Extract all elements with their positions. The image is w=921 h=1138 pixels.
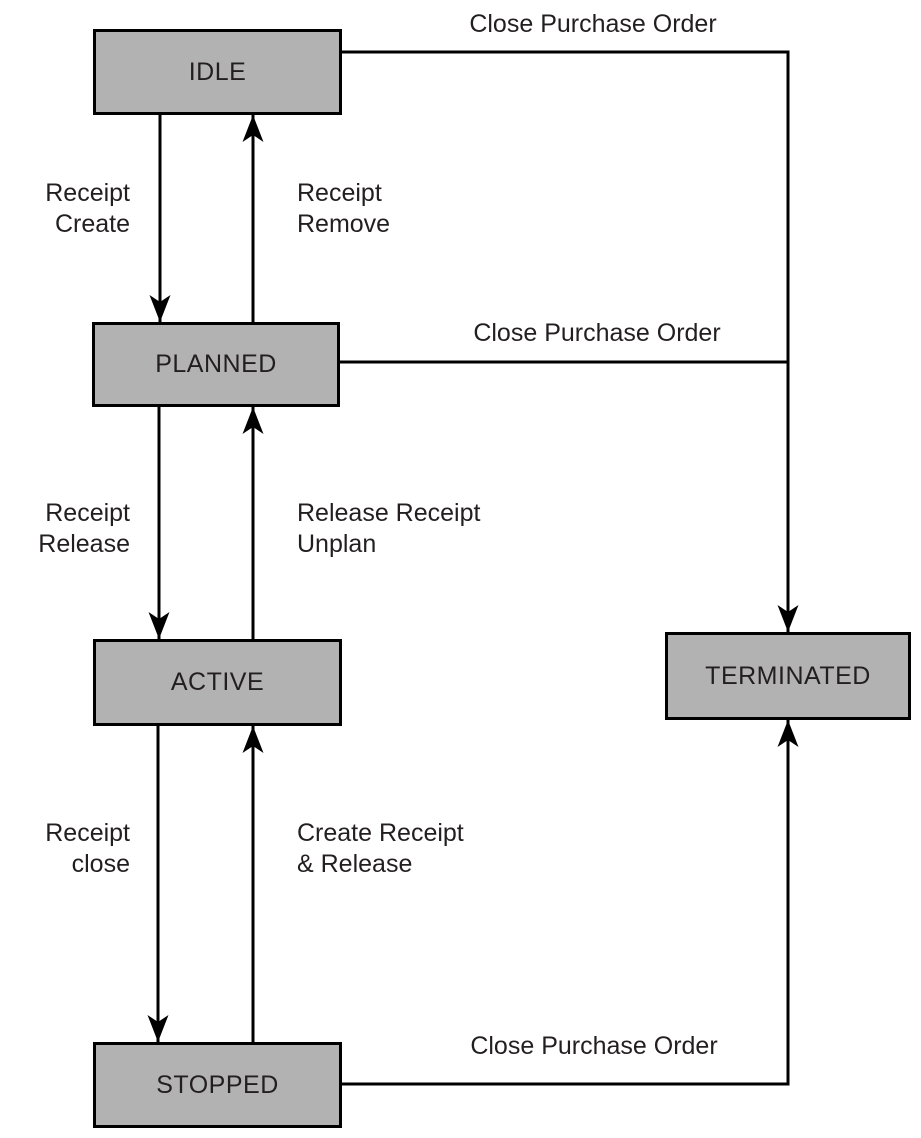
state-terminated-label: TERMINATED	[705, 661, 871, 690]
edge-label-release-receipt-unplan: Release Receipt Unplan	[297, 499, 481, 558]
edge-label-close-purchase-order-stopped: Close Purchase Order	[470, 1032, 718, 1060]
edge-label-receipt-create: Receipt Create	[45, 179, 130, 238]
arrowhead-up-icon	[242, 726, 264, 753]
state-active-label: ACTIVE	[170, 668, 265, 696]
state-active: ACTIVE	[93, 639, 342, 726]
edge-label-close-purchase-order-idle: Close Purchase Order	[469, 10, 717, 38]
state-idle: IDLE	[93, 29, 342, 115]
state-stopped-label: STOPPED	[156, 1070, 279, 1099]
arrowhead-down-icon	[149, 295, 171, 322]
edge-label-receipt-close: Receipt close	[45, 819, 130, 878]
arrowhead-up-icon	[242, 407, 264, 434]
state-planned-label: PLANNED	[155, 350, 277, 378]
edge-label-receipt-release: Receipt Release	[38, 499, 130, 558]
arrowhead-down-icon	[777, 605, 799, 632]
state-idle-label: IDLE	[188, 57, 247, 86]
edge-stopped-to-terminated	[342, 720, 790, 1086]
arrowhead-down-icon	[147, 1015, 169, 1042]
edge-label-create-receipt-release: Create Receipt & Release	[297, 819, 464, 878]
arrowhead-down-icon	[148, 612, 170, 639]
state-terminated: TERMINATED	[665, 632, 911, 720]
edge-label-receipt-remove: Receipt Remove	[297, 179, 391, 238]
arrowhead-up-icon	[242, 115, 264, 142]
edge-idle-to-terminated	[342, 50, 790, 632]
edge-label-close-purchase-order-planned: Close Purchase Order	[473, 319, 721, 347]
state-planned: PLANNED	[92, 322, 340, 407]
state-stopped: STOPPED	[93, 1042, 342, 1128]
arrowhead-up-icon	[777, 720, 799, 747]
